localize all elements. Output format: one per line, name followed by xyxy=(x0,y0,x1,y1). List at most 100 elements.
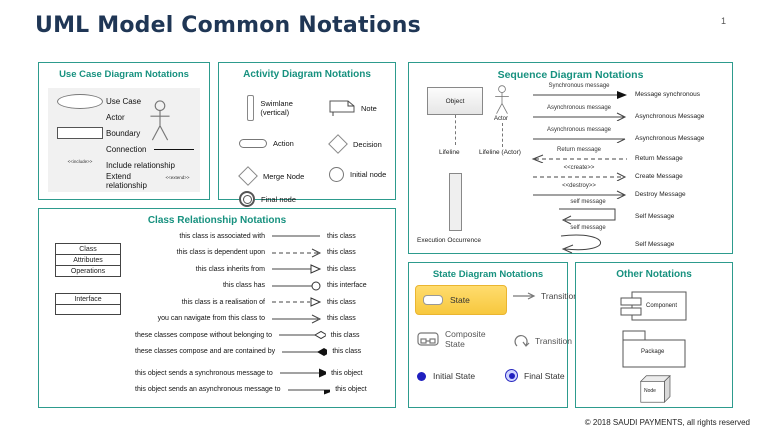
navigation-left-text: you can navigate from this class to xyxy=(157,315,265,322)
self-message-curve-icon xyxy=(560,234,601,254)
boundary-row: Boundary xyxy=(54,125,194,141)
initial-state-icon xyxy=(417,371,426,381)
dependency-right-text: this class xyxy=(327,249,356,256)
aggregation-diamond-icon xyxy=(278,330,326,340)
decision-item: Decision xyxy=(328,134,382,154)
other-notations-panel: Other Notations Component Package xyxy=(575,262,733,408)
dependency-row: this class is dependent upon this class xyxy=(135,248,385,258)
association-line-icon xyxy=(272,235,320,237)
include-row: <<include>> Include relationship xyxy=(54,157,194,173)
self-message-loop-icon xyxy=(559,208,616,225)
actor-row: Actor xyxy=(54,109,194,125)
node-item: Node xyxy=(576,373,732,405)
initial-node-label: Initial node xyxy=(350,170,387,179)
connection-line-icon xyxy=(154,148,194,150)
async-message-name-2: Asynchronous Message xyxy=(635,135,705,142)
initial-node-icon xyxy=(329,167,344,182)
sync-send-right-text: this object xyxy=(331,369,363,377)
page-number: 1 xyxy=(720,16,726,26)
class-box-icon: Class Attributes Operations xyxy=(55,243,121,277)
async-send-arrow-icon xyxy=(287,389,331,394)
activity-panel-title: Activity Diagram Notations xyxy=(243,69,371,80)
realisation-arrow-icon xyxy=(272,297,322,307)
state-icon xyxy=(423,295,443,305)
self-message-name-2: Self Message xyxy=(635,241,675,248)
return-message-line-label: Return message xyxy=(556,147,602,153)
component-label: Component xyxy=(646,303,678,309)
has-interface-row: this class has this interface xyxy=(135,281,385,291)
async-send-right-text: this object xyxy=(335,386,367,393)
navigation-row: you can navigate from this class to this… xyxy=(135,314,385,324)
note-label: Note xyxy=(361,103,377,113)
component-item: Component xyxy=(576,289,732,323)
boundary-rect-icon xyxy=(57,127,103,139)
final-node-icon xyxy=(239,191,255,207)
self-message-line-label-1: self message xyxy=(570,199,606,205)
sequence-object-box: Object xyxy=(427,87,483,115)
execution-occurrence-label: Execution Occurrence xyxy=(417,237,481,244)
lifeline-dashed-line xyxy=(455,115,456,145)
state-label: State xyxy=(450,295,470,305)
self-message-row-1: self message Self Message xyxy=(549,199,674,226)
lifeline-label: Lifeline xyxy=(439,149,460,156)
component-icon: Component xyxy=(618,289,690,323)
has-interface-right-text: this interface xyxy=(327,282,367,289)
use-case-panel-body: Use Case Actor Boundary Connection <<inc… xyxy=(48,88,200,192)
lifeline-actor-label: Lifeline (Actor) xyxy=(479,149,521,156)
actor-label: Actor xyxy=(106,112,125,122)
actor-stick-figure-icon xyxy=(148,100,172,142)
class-box-operations: Operations xyxy=(70,267,106,275)
other-panel-title: Other Notations xyxy=(616,269,692,280)
connection-label: Connection xyxy=(106,144,147,154)
composite-state-icon xyxy=(417,332,439,346)
decision-icon xyxy=(328,134,348,154)
composite-state-label: Composite State xyxy=(445,329,486,349)
async-message-arrow-icon-1 xyxy=(533,112,627,121)
async-send-left-text: this object sends an asynchronous messag… xyxy=(135,386,281,393)
note-item: Note xyxy=(329,99,377,117)
destroy-message-line-label: <<destroy>> xyxy=(562,183,596,189)
realisation-row: this class is a realisation of this clas… xyxy=(135,297,385,307)
async-message-row-2: Asynchronous message Asynchronous Messag… xyxy=(531,127,704,143)
navigation-arrow-icon xyxy=(272,314,322,323)
sync-message-arrow-icon xyxy=(533,91,627,99)
transition-label: Transition xyxy=(541,291,579,301)
create-message-name: Create Message xyxy=(635,173,683,180)
aggregation-row: these classes compose without belonging … xyxy=(135,330,385,340)
destroy-message-row: <<destroy>> Destroy Message xyxy=(531,183,686,199)
lollipop-icon xyxy=(272,281,321,290)
action-label: Action xyxy=(273,139,294,148)
extend-label: Extend relationship xyxy=(106,172,147,190)
association-row: this class is associated with this class xyxy=(135,231,385,241)
sync-send-row: this object sends a synchronous message … xyxy=(135,368,385,378)
activity-notations-panel: Activity Diagram Notations Swimlane (ver… xyxy=(218,62,396,207)
use-case-panel-title: Use Case Diagram Notations xyxy=(59,69,189,80)
sync-message-name: Message synchronous xyxy=(635,91,701,98)
async-message-line-label-2: Asynchronous message xyxy=(546,127,612,133)
class-relationship-title: Class Relationship Notations xyxy=(147,215,287,226)
swimlane-icon xyxy=(247,95,255,121)
inheritance-right-text: this class xyxy=(327,265,356,273)
create-message-line-label: <<create>> xyxy=(563,165,595,171)
async-message-line-label-1: Asynchronous message xyxy=(546,105,612,111)
inheritance-row: this class inherits from this class xyxy=(135,264,385,274)
async-send-row: this object sends an asynchronous messag… xyxy=(135,385,385,395)
decision-label: Decision xyxy=(353,139,382,149)
aggregation-left-text: these classes compose without belonging … xyxy=(135,331,272,339)
initial-state-item: Initial State xyxy=(417,371,475,381)
create-message-arrow-icon xyxy=(533,172,627,181)
composite-state-item: Composite State xyxy=(417,329,505,349)
sync-message-row: Synchronous message Message synchronous xyxy=(531,83,700,99)
execution-occurrence-icon xyxy=(449,173,462,231)
swimlane-item: Swimlane (vertical) xyxy=(247,95,317,121)
sequence-actor-icon xyxy=(493,85,511,115)
realisation-right-text: this class xyxy=(327,298,356,306)
destroy-message-arrow-icon xyxy=(533,190,627,199)
package-item: Package xyxy=(576,329,732,369)
sync-send-arrow-icon xyxy=(279,368,327,378)
return-message-name: Return Message xyxy=(635,155,683,162)
package-label: Package xyxy=(641,349,665,355)
extend-row: Extend relationship <<extend>> xyxy=(54,172,194,190)
composition-right-text: this class xyxy=(332,348,362,355)
sync-send-left-text: this object sends a synchronous message … xyxy=(135,369,273,377)
